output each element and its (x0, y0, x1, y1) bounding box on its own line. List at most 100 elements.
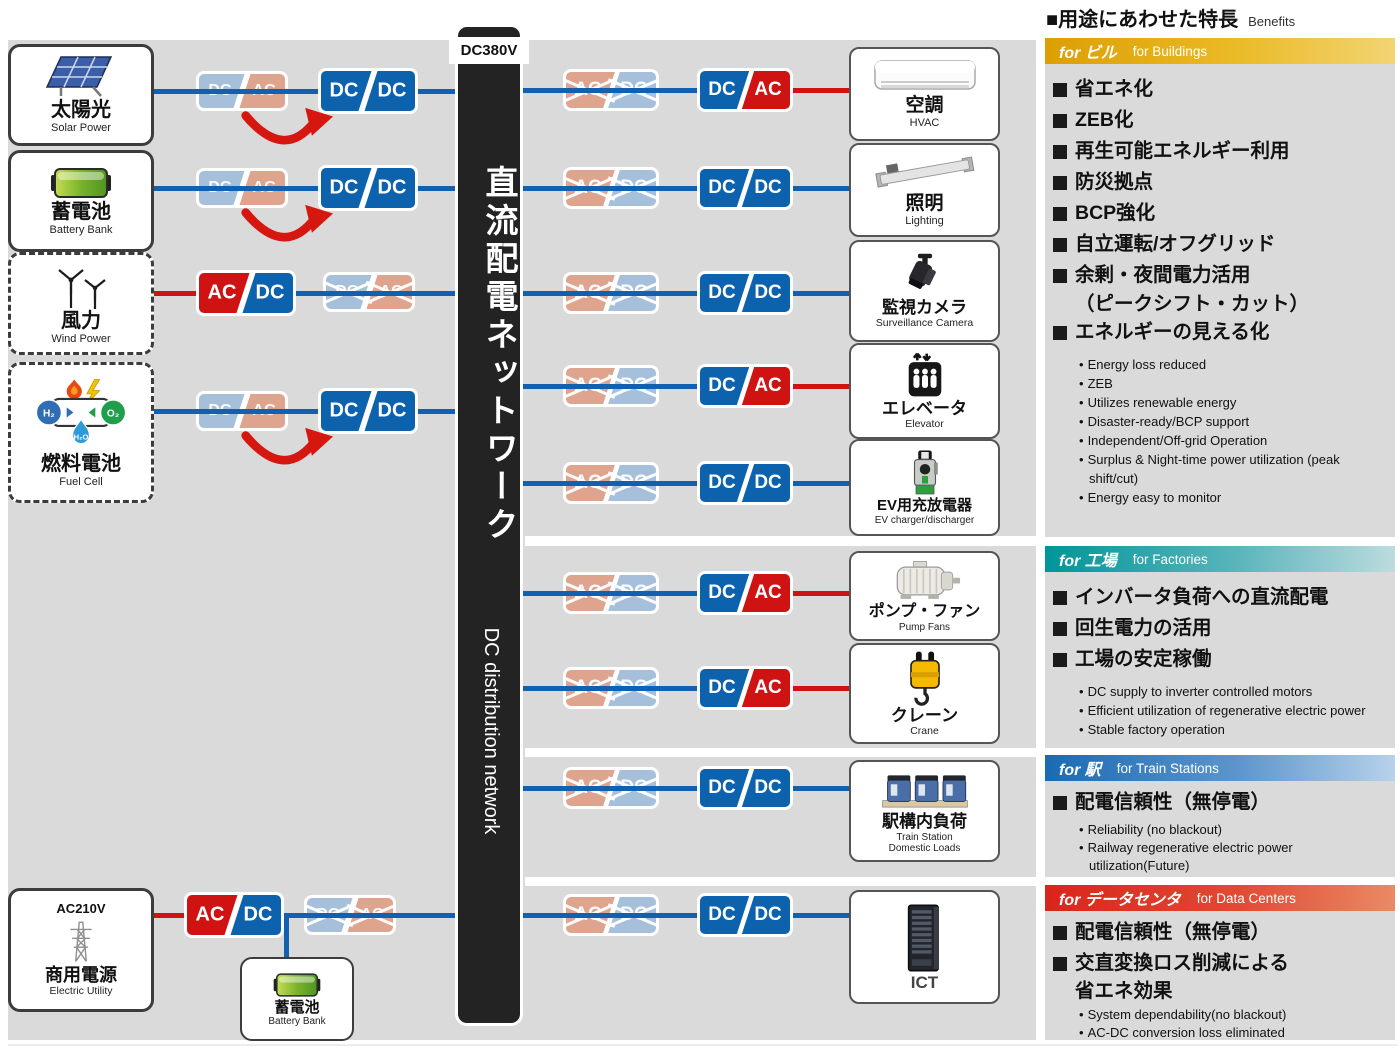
server-rack-icon (907, 904, 939, 972)
svg-text:H₂O: H₂O (74, 432, 89, 441)
source-voltage-label: AC210V (56, 901, 106, 917)
load-label-en: Surveillance Camera (875, 317, 974, 329)
converter-label: DC (708, 777, 736, 798)
light-fixture-icon (874, 156, 974, 188)
benefits-header-datacenters: for データセンタ for Data Centers (1045, 885, 1395, 911)
transmission-tower-icon (70, 921, 92, 963)
converter-dc-dc: DC DC (697, 271, 793, 315)
source-label-en: Electric Utility (49, 985, 113, 998)
benefits-title-ja: ■用途にあわせた特長 (1046, 9, 1239, 31)
power-line-dc (145, 89, 457, 94)
battery-icon (273, 973, 321, 997)
benefit-item: 交直変換ロス削減による (1053, 948, 1387, 979)
load-crane: クレーン Crane (849, 643, 1000, 744)
header-tag-ja: for 駅 (1059, 762, 1101, 779)
converter-ac-dc: AC DC (196, 270, 296, 316)
security-camera-icon (908, 254, 936, 290)
source-label-ja: 商用電源 (45, 965, 117, 986)
header-tag-en: for Factories (1132, 551, 1208, 567)
section-separator (525, 536, 1036, 546)
converter-label: DC (708, 282, 736, 303)
benefit-note: ZEB (1079, 374, 1387, 393)
source-label-en: Wind Power (51, 332, 111, 345)
svg-text:O₂: O₂ (107, 409, 119, 420)
power-line-dc (521, 384, 745, 389)
benefits-body-buildings: 省エネ化 ZEB化 再生可能エネルギー利用 防災拠点 BCP強化 自立運転/オフ… (1045, 64, 1395, 537)
header-tag-ja: for データセンタ (1059, 892, 1181, 909)
converter-dc-dc: DC DC (697, 166, 793, 210)
svg-text:H₂: H₂ (43, 409, 55, 420)
converter-label: DC (754, 282, 782, 303)
benefit-item: インバータ負荷への直流配電 (1053, 582, 1387, 613)
load-label-ja: 監視カメラ (882, 298, 967, 318)
load-label-ja: クレーン (890, 705, 959, 725)
load-pump-fans: ポンプ・ファン Pump Fans (849, 551, 1000, 641)
replacement-arrow-icon (241, 107, 334, 145)
benefit-item: 再生可能エネルギー利用 (1053, 136, 1387, 167)
source-label-en: Solar Power (51, 122, 111, 135)
load-elevator: エレベータ Elevator (849, 343, 1000, 439)
benefit-note: DC supply to inverter controlled motors (1079, 682, 1387, 701)
dc-bus-title-ja: 直流配電ネットワーク (481, 165, 518, 545)
benefits-header-buildings: for ビル for Buildings (1045, 38, 1395, 64)
converter-dc-dc: DC DC (318, 68, 418, 114)
load-label-ja: 照明 (905, 193, 944, 215)
benefit-note: Reliability (no blackout) (1079, 821, 1387, 839)
dc-bus-bar (455, 24, 523, 1026)
converter-dc-dc: DC DC (697, 766, 793, 810)
solar-panel-icon (45, 56, 113, 98)
load-label-en1: Train Station (896, 831, 953, 843)
converter-label: AC (754, 582, 782, 603)
header-tag-ja: for 工場 (1059, 553, 1117, 570)
benefit-notes: System dependability(no blackout) AC-DC … (1053, 1006, 1387, 1042)
converter-label: AC (754, 79, 782, 100)
converter-label: DC (754, 177, 782, 198)
load-ev-charger: EV用充放電器 EV charger/discharger (849, 439, 1000, 536)
benefit-item: 回生電力の活用 (1053, 613, 1387, 644)
load-label-en: EV charger/discharger (874, 514, 975, 526)
load-lighting: 照明 Lighting (849, 143, 1000, 237)
power-line-dc (521, 291, 851, 296)
dc-bus-title-en: DC distribution network (480, 627, 502, 835)
converter-label: DC (377, 79, 407, 102)
power-line-dc (235, 913, 457, 918)
dc-bus-voltage: DC380V (449, 37, 529, 64)
benefit-note: Utilizes renewable energy (1079, 393, 1387, 412)
bottom-divider (8, 1044, 1398, 1046)
converter-label: AC (754, 677, 782, 698)
load-hvac: 空調 HVAC (849, 47, 1000, 141)
benefit-notes: DC supply to inverter controlled motors … (1053, 682, 1387, 739)
air-conditioner-icon (873, 60, 976, 90)
source-label-en: Battery Bank (49, 224, 113, 237)
power-line-dc (521, 591, 745, 596)
converter-label: DC (329, 79, 359, 102)
load-label-ja: 駅構内負荷 (882, 812, 967, 832)
converter-ac-dc: AC DC (184, 892, 284, 938)
benefit-note: Energy easy to monitor (1079, 488, 1387, 507)
converter-label: DC (708, 904, 736, 925)
converter-dc-dc: DC DC (318, 388, 418, 434)
crane-hook-icon (909, 651, 940, 706)
source-electric-utility: AC210V 商用電源 Electric Utility (8, 888, 154, 1012)
converter-label: DC (708, 177, 736, 198)
benefit-note: Railway regenerative electric power util… (1079, 839, 1387, 875)
benefit-note: System dependability(no blackout) (1079, 1006, 1387, 1024)
power-line-ac (745, 686, 851, 691)
benefits-body-stations: 配電信頼性（無停電） Reliability (no blackout) Rai… (1045, 781, 1395, 877)
benefit-item: 自立運転/オフグリッド (1053, 229, 1387, 260)
benefits-body-factories: インバータ負荷への直流配電 回生電力の活用 工場の安定稼働 DC supply … (1045, 572, 1395, 748)
fuel-cell-icon: H₂ O₂ H₂O (35, 379, 127, 445)
section-separator (525, 748, 1036, 757)
benefit-note: Independent/Off-grid Operation (1079, 431, 1387, 450)
converter-label: AC (207, 281, 237, 304)
benefits-body-datacenters: 配電信頼性（無停電） 交直変換ロス削減による 省エネ効果 System depe… (1045, 911, 1395, 1040)
source-wind-power: 風力 Wind Power (8, 252, 154, 355)
power-line-dc (521, 786, 851, 791)
benefit-item: 防災拠点 (1053, 167, 1387, 198)
power-line-dc (521, 481, 851, 486)
replacement-arrow-icon (241, 427, 334, 465)
header-tag-en: for Buildings (1132, 43, 1208, 59)
source-label-en: Battery Bank (268, 1016, 326, 1028)
load-label-en2: Domestic Loads (888, 842, 961, 854)
